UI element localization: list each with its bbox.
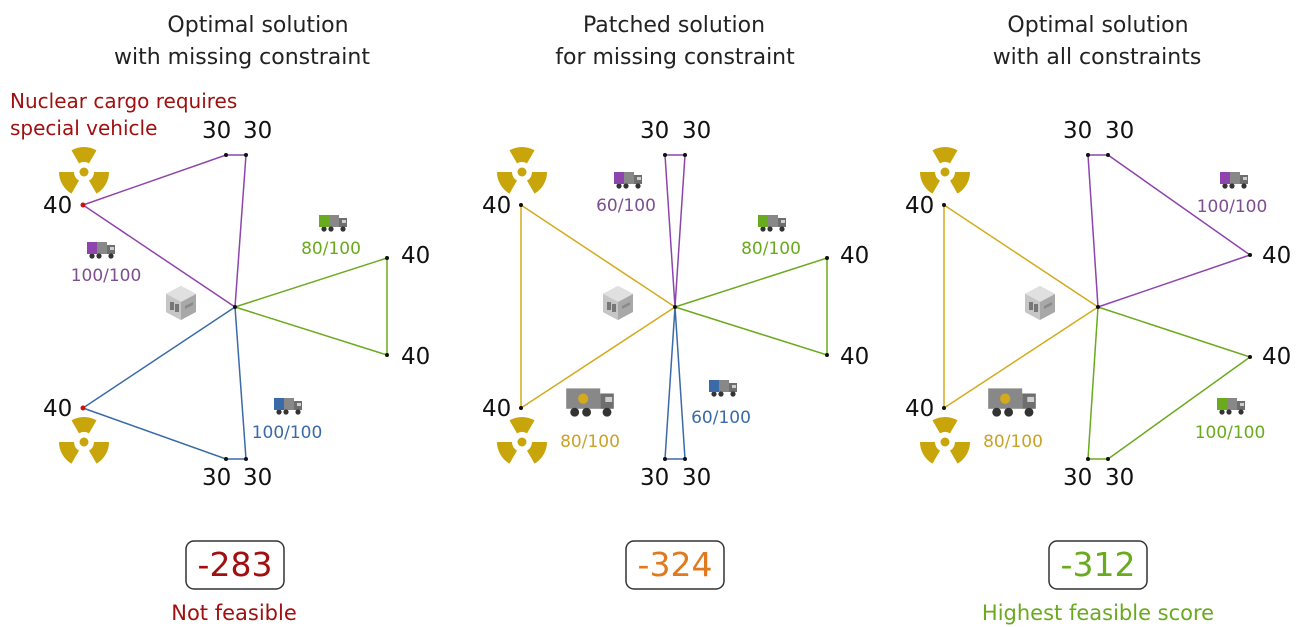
panel-2-node-bottom-b: 30 — [682, 465, 711, 491]
panel-3-load-yellow: 80/100 — [983, 432, 1043, 452]
panel-2-load-purple: 60/100 — [596, 196, 656, 216]
panel-2-score-box — [625, 540, 725, 590]
nuclear-icon — [920, 417, 970, 464]
panel-3-title-line-1: Optimal solution — [1007, 13, 1188, 38]
panel-1-note-line-2: special vehicle — [10, 116, 157, 140]
panel-1-title-line-1: Optimal solution — [167, 13, 348, 38]
truck-icon — [1220, 172, 1248, 189]
panel-3: Optimal solution with all constraints 40… — [905, 13, 1291, 625]
panel-2-load-green: 80/100 — [741, 239, 801, 259]
nuclear-icon — [920, 147, 970, 194]
panel-1-status: Not feasible — [171, 601, 297, 625]
panel-3-load-purple: 100/100 — [1197, 197, 1268, 217]
panel-1-score: -283 — [198, 545, 273, 584]
special-truck-icon — [988, 388, 1036, 417]
panel-1-score-box — [185, 540, 285, 590]
truck-icon — [87, 242, 115, 259]
panel-3-route-yellow — [943, 203, 1099, 410]
panel-3-node-top-a: 30 — [1063, 118, 1092, 144]
panel-2-node-left-top: 40 — [482, 193, 511, 219]
panel-1-load-blue: 100/100 — [252, 423, 323, 443]
truck-icon — [758, 215, 786, 232]
panel-1-node-bottom-a: 30 — [202, 465, 231, 491]
panel-3-status: Highest feasible score — [982, 601, 1214, 625]
panel-2-route-green — [674, 256, 828, 357]
nuclear-icon — [59, 147, 109, 194]
panel-1-route-green — [234, 256, 388, 357]
panel-2-load-blue: 60/100 — [691, 408, 751, 428]
panel-1-node-left-top: 40 — [43, 193, 72, 219]
panel-2-node-right-top: 40 — [840, 243, 869, 269]
panel-3-node-right-top: 40 — [1262, 243, 1291, 269]
truck-icon — [274, 398, 302, 415]
panel-1-node-top-a: 30 — [202, 118, 231, 144]
panel-1-load-purple: 100/100 — [71, 266, 142, 286]
panel-1-load-green: 80/100 — [301, 239, 361, 259]
panel-1-node-bottom-b: 30 — [243, 465, 272, 491]
panel-2-load-yellow: 80/100 — [560, 432, 620, 452]
panel-2-route-yellow — [520, 203, 676, 410]
panel-1-node-right-bottom: 40 — [401, 344, 430, 370]
panel-3-node-bottom-b: 30 — [1105, 465, 1134, 491]
panel-2-route-blue — [664, 306, 686, 460]
truck-icon — [709, 380, 737, 397]
special-truck-icon — [566, 388, 614, 417]
panel-2-title-line-1: Patched solution — [583, 13, 765, 38]
panel-2-node-right-bottom: 40 — [840, 344, 869, 370]
panel-2: Patched solution for missing constraint … — [482, 13, 869, 590]
panel-1-note-line-1: Nuclear cargo requires — [10, 89, 237, 113]
panel-3-title-line-2: with all constraints — [993, 45, 1202, 70]
panel-1-node-top-b: 30 — [243, 118, 272, 144]
panel-1-stops — [80, 153, 389, 461]
nuclear-icon — [497, 147, 547, 194]
panel-2-node-bottom-a: 30 — [640, 465, 669, 491]
panel-2-node-top-a: 30 — [640, 118, 669, 144]
panel-3-node-left-bottom: 40 — [905, 396, 934, 422]
panel-3-node-top-b: 30 — [1105, 118, 1134, 144]
panel-2-node-left-bottom: 40 — [482, 396, 511, 422]
panel-1-title-line-2: with missing constraint — [114, 45, 370, 70]
panel-2-route-purple — [664, 154, 686, 308]
panel-3-load-green: 100/100 — [1195, 423, 1266, 443]
panel-2-node-top-b: 30 — [682, 118, 711, 144]
panel-1-node-left-bottom: 40 — [43, 396, 72, 422]
panel-3-score-box — [1048, 540, 1148, 590]
truck-icon — [1217, 398, 1245, 415]
panel-3-score: -312 — [1061, 545, 1136, 584]
panel-3-node-left-top: 40 — [905, 193, 934, 219]
panel-3-node-right-bottom: 40 — [1262, 344, 1291, 370]
depot-icon — [1025, 286, 1055, 320]
nuclear-icon — [59, 417, 109, 464]
depot-icon — [166, 286, 196, 320]
truck-icon — [614, 172, 642, 189]
truck-icon — [319, 215, 347, 232]
panel-1-route-blue — [81, 306, 247, 460]
nuclear-icon — [497, 417, 547, 464]
panel-1-node-right-top: 40 — [401, 243, 430, 269]
panel-3-stops — [942, 153, 1252, 461]
panel-2-score: -324 — [638, 545, 713, 584]
panel-2-title-line-2: for missing constraint — [555, 45, 795, 70]
depot-icon — [603, 286, 633, 320]
panel-2-stops — [519, 153, 829, 461]
panel-1: Optimal solution with missing constraint… — [10, 13, 430, 625]
panel-2-routes — [520, 154, 828, 460]
panel-3-node-bottom-a: 30 — [1063, 465, 1092, 491]
